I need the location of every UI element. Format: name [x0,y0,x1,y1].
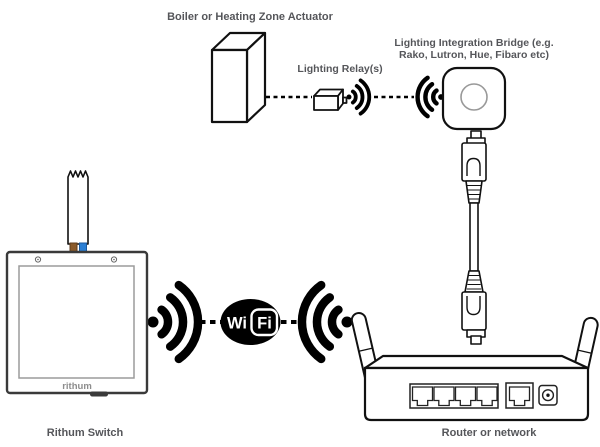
wifi-logo-wi-text: Wi [227,315,247,333]
bridge-button [460,83,488,111]
relay-front-face [313,95,339,111]
router-device [350,311,599,422]
connection-lines [200,95,414,324]
bridge-wireless-icon [418,78,444,116]
rithum-switch-label: Rithum Switch [46,427,124,439]
relay-antenna-nub [342,96,348,104]
switch-bottom-tab [90,391,108,397]
switch-brand-text: rithum [62,381,92,392]
cable-boot-top [465,180,483,204]
rj45-top-body [461,142,487,182]
router-top-face [363,354,590,370]
rj45-bottom-clip [470,335,482,345]
boiler-side-face [245,31,267,124]
wifi-logo-fi-text: Fi [257,315,272,333]
antenna-left-joint [358,347,373,352]
cable-boot-top-ridges [466,184,482,200]
wifi-logo: Wi Fi [220,299,281,345]
antenna-right-joint [577,349,592,354]
dc-power-jack-pin [546,393,550,397]
cable-wire [469,202,479,272]
ethernet-cable [461,130,487,345]
rithum-switch-device: rithum [5,170,149,397]
boiler-front-face [210,48,249,124]
switch-cable-sheath [67,170,89,245]
wan-port-group [505,382,534,409]
switch-screw-left-dot [37,258,39,261]
lighting-relay-label: Lighting Relay(s) [297,63,383,75]
bridge-label-line1: Lighting Integration Bridge (e.g. [394,37,554,49]
lan-port-group [409,383,499,409]
lighting-relay-device [313,88,348,111]
switch-screw-right-dot [113,258,115,261]
lighting-bridge-device [441,66,507,131]
relay-wireless-icon [344,78,372,116]
rj45-bottom-window [466,296,481,316]
cable-boot-bottom-ridges [466,274,482,290]
bridge-label-line2: Rako, Lutron, Hue, Fibaro etc) [399,49,549,61]
boiler-label: Boiler or Heating Zone Actuator [167,11,333,23]
rj45-bottom-body [461,291,487,331]
bridge-label: Lighting Integration Bridge (e.g. Rako, … [394,37,553,61]
wifi-logo-fi-box [250,308,279,337]
router-label: Router or network [441,427,537,439]
router-wifi-waves-icon [302,285,353,359]
rj45-top-window [466,157,481,176]
switch-screen [18,265,135,379]
boiler-actuator-device [210,31,267,124]
switch-wifi-waves-icon [148,285,199,359]
